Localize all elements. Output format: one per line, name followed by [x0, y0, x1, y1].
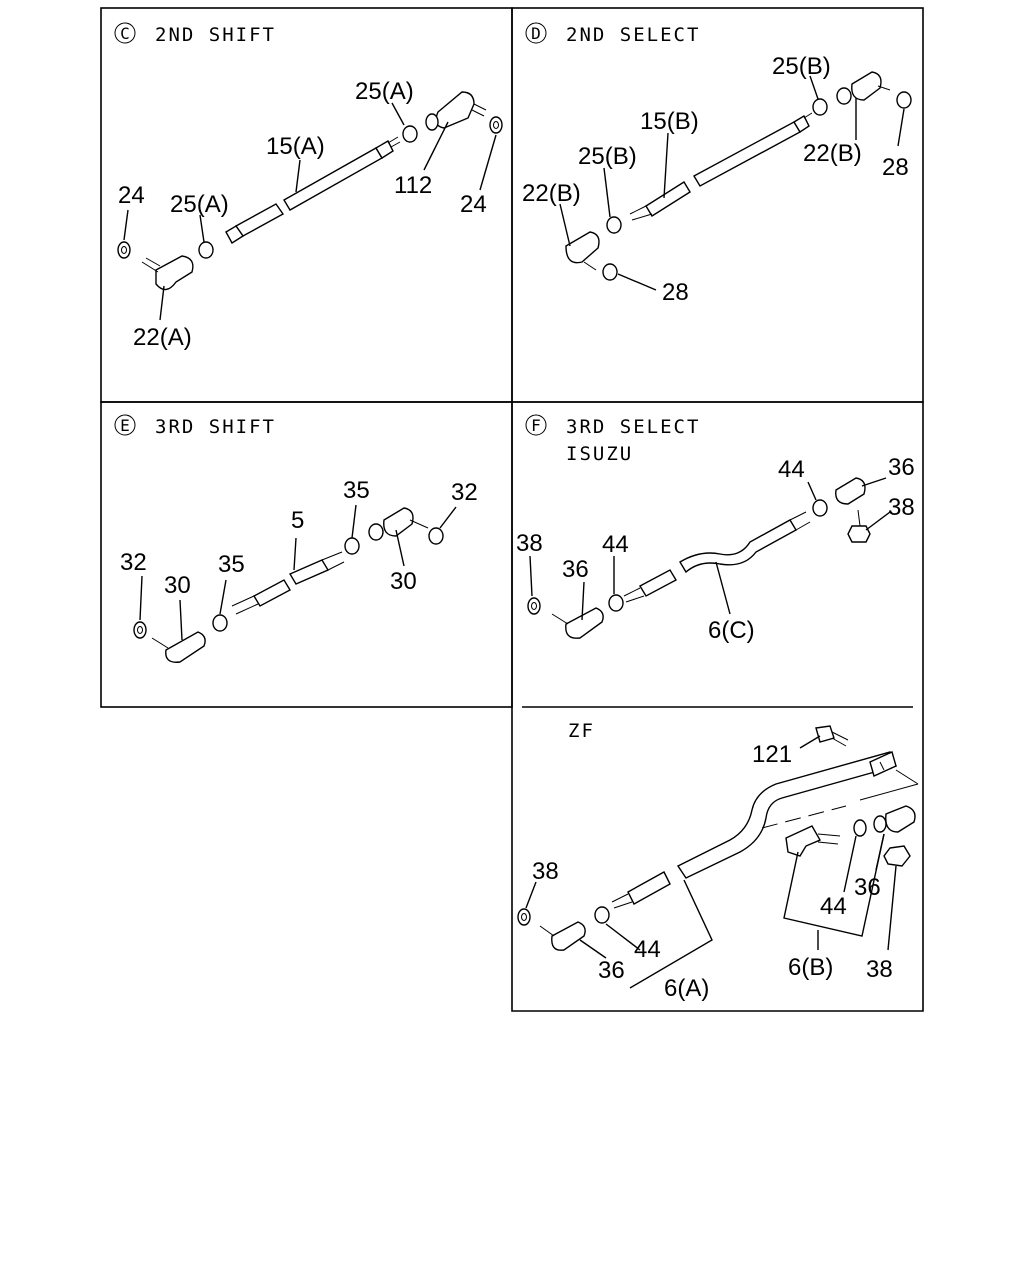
- panel-d-leaders: [559, 75, 905, 291]
- panel-c-2nd-shift: C 2ND SHIFT: [114, 22, 503, 351]
- panel-d-parts: [565, 71, 912, 281]
- label-36-mid: 36: [854, 874, 881, 901]
- label-5: 5: [291, 507, 304, 534]
- panel-e-letter-circle: [114, 414, 136, 436]
- panel-e-3rd-shift: E 3RD SHIFT: [114, 414, 478, 663]
- panel-frames: [100, 7, 924, 1012]
- label-15a: 15(A): [266, 133, 325, 160]
- panel-c-parts: [117, 91, 503, 291]
- label-25b-top: 25(B): [772, 53, 831, 80]
- label-44-low: 44: [634, 936, 661, 963]
- panel-d-title: 2ND SELECT: [566, 24, 700, 46]
- panel-c-leaders: [123, 102, 497, 321]
- label-28-right: 28: [882, 154, 909, 181]
- label-25b-mid: 25(B): [578, 143, 637, 170]
- label-35-left: 35: [218, 551, 245, 578]
- panel-d-2nd-select: D 2ND SELECT: [522, 22, 912, 306]
- label-24-left: 24: [118, 182, 145, 209]
- label-25a-top: 25(A): [355, 78, 414, 105]
- panel-e-leaders: [139, 504, 457, 641]
- panel-zf: ZF: [517, 720, 919, 1002]
- label-22b-right: 22(B): [803, 140, 862, 167]
- panel-zf-title: ZF: [568, 720, 595, 742]
- label-24-right: 24: [460, 191, 487, 218]
- panel-f-subtitle: ISUZU: [566, 443, 633, 465]
- panel-f-3rd-select: F 3RD SELECT ISUZU: [516, 414, 915, 644]
- label-32-left: 32: [120, 549, 147, 576]
- label-15b: 15(B): [640, 108, 699, 135]
- panel-f-title: 3RD SELECT: [566, 416, 700, 438]
- label-38-right: 38: [888, 494, 915, 521]
- label-28-low: 28: [662, 279, 689, 306]
- label-6a: 6(A): [664, 975, 709, 1002]
- panel-zf-leaders: [525, 735, 897, 989]
- label-30-left: 30: [164, 572, 191, 599]
- panel-c-title: 2ND SHIFT: [155, 24, 276, 46]
- panel-d-letter-circle: [525, 22, 547, 44]
- label-30-right: 30: [390, 568, 417, 595]
- label-44-left: 44: [602, 531, 629, 558]
- panel-zf-parts: [517, 725, 919, 951]
- panel-c-letter: C: [120, 24, 130, 43]
- panel-f-parts: [527, 477, 871, 639]
- label-38-right-zf: 38: [866, 956, 893, 983]
- label-35-right: 35: [343, 477, 370, 504]
- label-38-left: 38: [516, 530, 543, 557]
- panel-f-leaders: [529, 477, 891, 621]
- panel-c-letter-circle: [114, 22, 136, 44]
- panel-f-letter: F: [531, 416, 541, 435]
- label-44-mid: 44: [820, 893, 847, 920]
- label-22b-left: 22(B): [522, 180, 581, 207]
- label-32-right: 32: [451, 479, 478, 506]
- panel-e-title: 3RD SHIFT: [155, 416, 276, 438]
- label-38-left-zf: 38: [532, 858, 559, 885]
- label-25a-mid: 25(A): [170, 191, 229, 218]
- panel-f-letter-circle: [525, 414, 547, 436]
- label-36-left: 36: [562, 556, 589, 583]
- label-121: 121: [752, 741, 792, 768]
- label-44-top: 44: [778, 456, 805, 483]
- label-6c: 6(C): [708, 617, 755, 644]
- label-36-low: 36: [598, 957, 625, 984]
- panel-e-letter: E: [120, 416, 130, 435]
- panel-e-parts: [133, 507, 444, 663]
- label-22a: 22(A): [133, 324, 192, 351]
- label-112: 112: [394, 172, 432, 199]
- panel-d-letter: D: [531, 24, 541, 43]
- label-36-top: 36: [888, 454, 915, 481]
- label-6b: 6(B): [788, 954, 833, 981]
